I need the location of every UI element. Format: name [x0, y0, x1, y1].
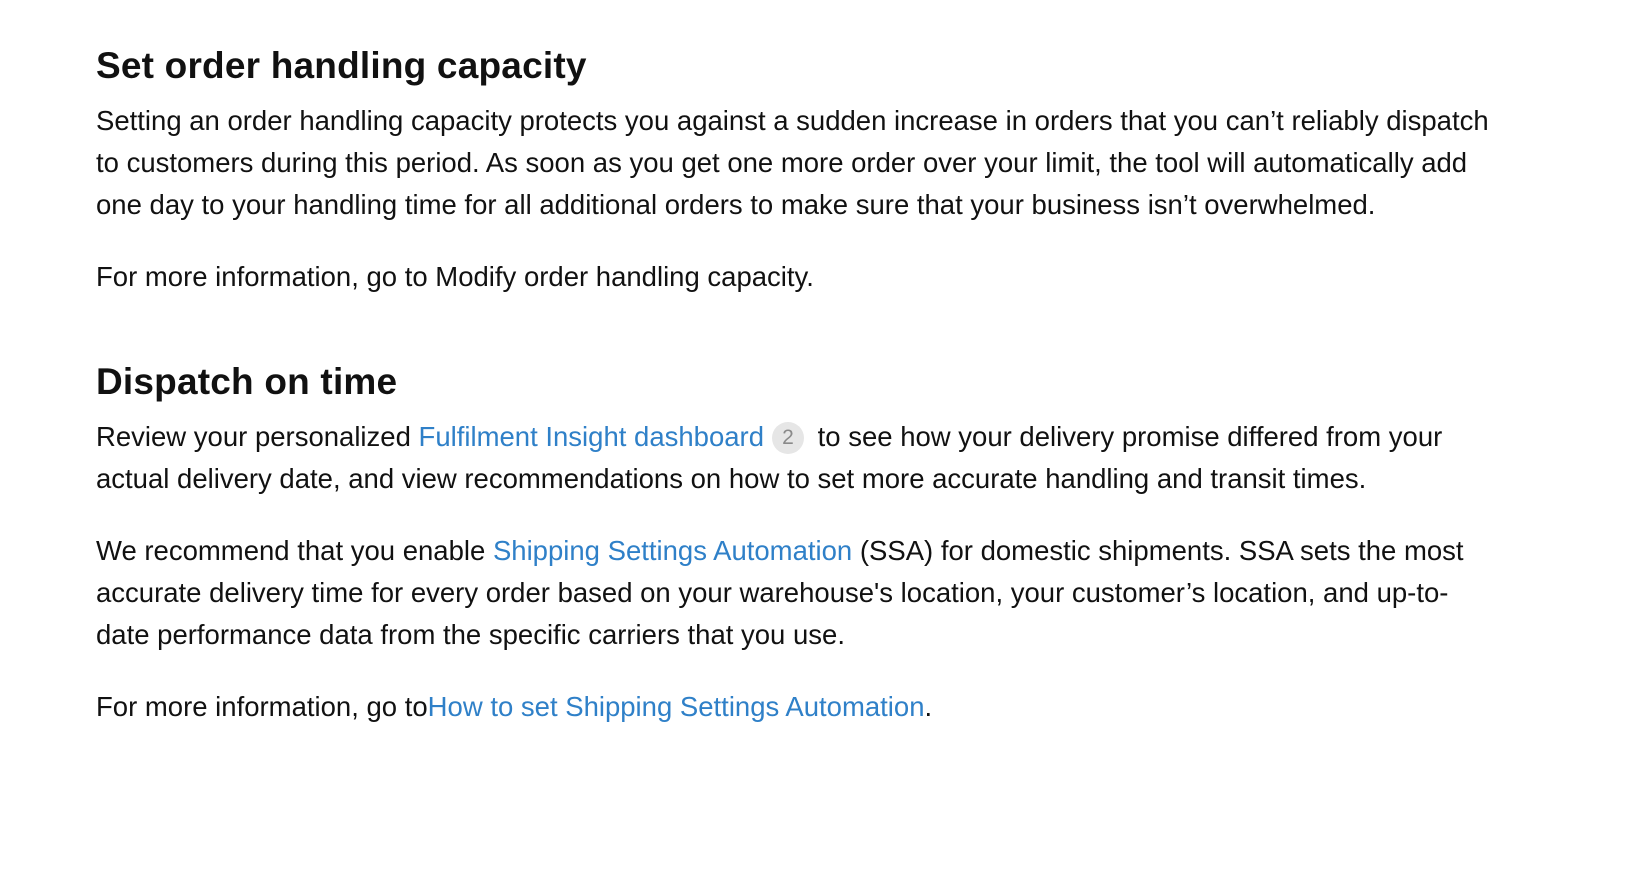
ssa-recommendation-text-before: We recommend that you enable [96, 535, 493, 566]
section-title-order-handling-capacity: Set order handling capacity [96, 45, 587, 86]
ssa-recommendation-paragraph: We recommend that you enable Shipping Se… [96, 530, 1496, 656]
fulfilment-insight-dashboard-link[interactable]: Fulfilment Insight dashboard [418, 421, 764, 452]
dispatch-review-text-after: to see how your delivery promise differe… [96, 421, 1443, 494]
ssa-recommendation-text-after: (SSA) for domestic shipments. SSA sets t… [96, 535, 1464, 650]
footnote-badge[interactable]: 2 [772, 422, 804, 454]
order-handling-more-info: For more information, go to Modify order… [96, 261, 814, 292]
order-handling-capacity-description: Setting an order handling capacity prote… [96, 105, 1489, 220]
help-article: Set order handling capacity Setting an o… [96, 40, 1496, 728]
dispatch-review-paragraph: Review your personalized Fulfilment Insi… [96, 416, 1496, 500]
ssa-more-info-text-before: For more information, go to [96, 691, 428, 722]
shipping-settings-automation-link[interactable]: Shipping Settings Automation [492, 535, 853, 566]
ssa-more-info-text-after: . [924, 691, 933, 722]
ssa-more-info-paragraph: For more information, go toHow to set Sh… [96, 686, 1496, 728]
how-to-set-ssa-link[interactable]: How to set Shipping Settings Automation [427, 691, 925, 722]
section-title-dispatch-on-time: Dispatch on time [96, 361, 398, 402]
dispatch-review-text-before: Review your personalized [96, 421, 419, 452]
